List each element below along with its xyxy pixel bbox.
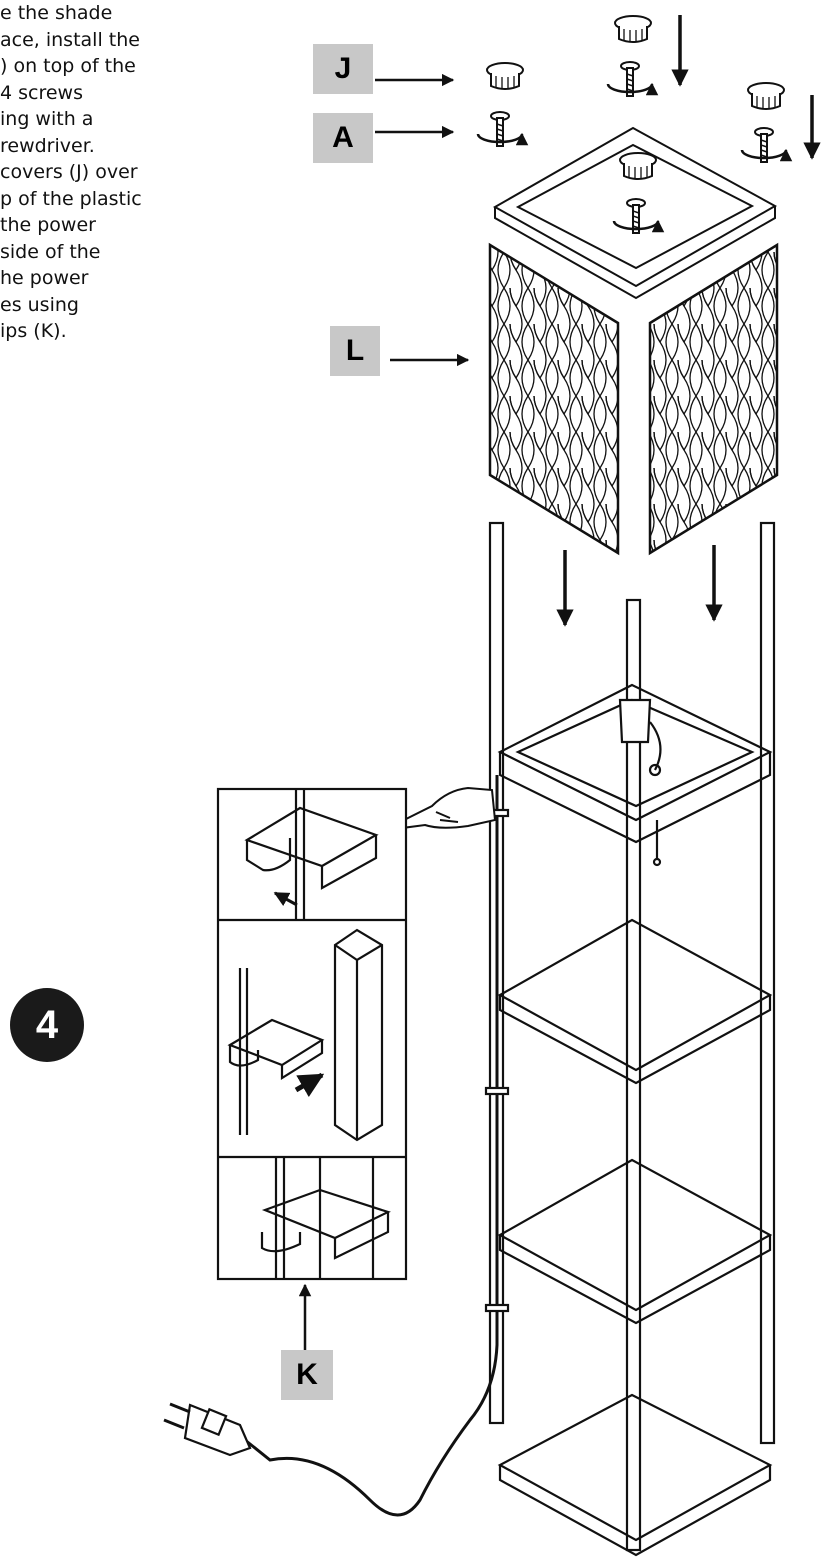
detail-inset: [216, 787, 408, 1281]
lamp-shade-panel-right: [648, 242, 779, 556]
screw: [608, 62, 652, 96]
instruction-line: the power: [0, 214, 96, 236]
part-label-j: J: [313, 44, 373, 94]
part-label-a: A: [313, 113, 373, 163]
instruction-line: ) on top of the: [0, 55, 136, 77]
instruction-line: side of the: [0, 240, 101, 263]
part-label-k: K: [281, 1350, 333, 1400]
part-label-l: L: [330, 326, 380, 376]
power-plug-icon: [163, 1402, 252, 1457]
screw-cover-cap: [619, 152, 657, 180]
step-number-badge: 4: [10, 988, 84, 1062]
shelf-tower: [244, 521, 776, 1557]
instruction-line: 4 screws: [0, 81, 83, 104]
instruction-line: ace, install the: [0, 28, 140, 51]
instruction-line: ips (K).: [0, 320, 67, 342]
top-frame: [492, 126, 778, 300]
instruction-text: e the shade ace, install the ) on top of…: [0, 0, 200, 345]
down-arrow-icon: [671, 15, 821, 160]
screw-cover-cap: [614, 15, 652, 43]
instruction-line: rewdriver.: [0, 134, 95, 157]
screw-cover-cap: [486, 62, 524, 90]
screw-cover-cap: [747, 82, 785, 110]
lamp-shade-panel-left: [488, 242, 620, 556]
screw: [614, 199, 658, 233]
screw: [478, 112, 522, 146]
down-arrow-icon: [556, 545, 723, 627]
instruction-line: ing with a: [0, 108, 94, 130]
instruction-line: e the shade: [0, 2, 113, 24]
instruction-line: covers (J) over: [0, 161, 138, 183]
label-arrow: [298, 73, 470, 1350]
instruction-line: es using: [0, 293, 79, 316]
instruction-line: p of the plastic: [0, 187, 142, 210]
instruction-line: he power: [0, 267, 89, 289]
hand-pointer-icon: [396, 786, 497, 830]
screw: [742, 128, 786, 162]
